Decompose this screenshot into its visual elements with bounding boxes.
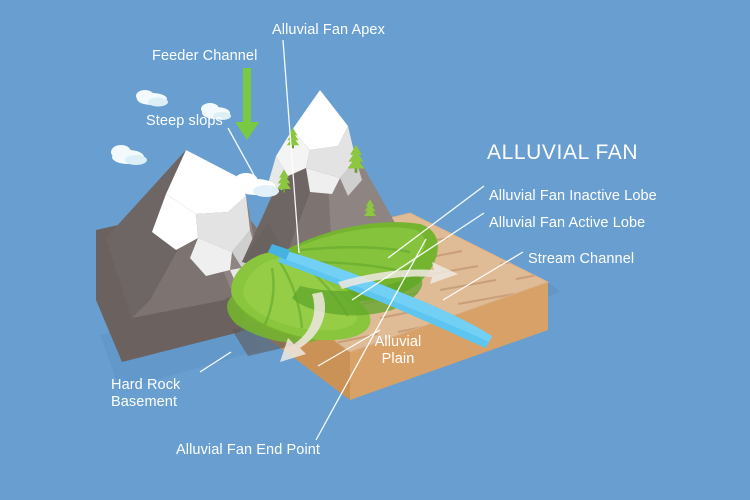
cloud-4: [234, 173, 279, 197]
flow-arrows: [280, 262, 458, 362]
leader-apex: [282, 39, 300, 254]
leader-stream: [442, 251, 524, 301]
cloud-2: [111, 145, 147, 165]
leader-end-point: [315, 238, 427, 441]
leader-plain: [317, 329, 381, 367]
leader-hard-rock: [199, 351, 232, 373]
label-hard-rock-basement: Hard Rock Basement: [111, 377, 181, 410]
label-feeder-channel: Feeder Channel: [152, 48, 258, 64]
page-title: ALLUVIAL FAN: [487, 141, 639, 164]
label-steep-slops: Steep slops: [146, 113, 223, 129]
left-mountain: [106, 150, 262, 318]
cloud-1: [136, 90, 168, 107]
feeder-channel-arrow: [235, 68, 259, 140]
leader-lines: [199, 39, 524, 441]
label-alluvial-plain: Alluvial Plain: [374, 334, 422, 367]
label-alluvial-fan-active: Alluvial Fan Active Lobe: [489, 215, 646, 231]
clouds: [111, 90, 279, 197]
stream-channel-path: [268, 244, 492, 348]
trees: [277, 127, 376, 219]
right-mountain: [242, 90, 400, 268]
cloud-3: [201, 103, 231, 120]
label-stream-channel: Stream Channel: [528, 251, 635, 267]
leader-inactive-lobe: [387, 185, 485, 259]
label-alluvial-fan-inactive: Alluvial Fan Inactive Lobe: [489, 188, 657, 204]
label-alluvial-fan-apex: Alluvial Fan Apex: [272, 22, 385, 38]
leader-active-lobe: [351, 212, 485, 301]
leader-steep-slops: [227, 127, 261, 187]
label-alluvial-fan-end-point: Alluvial Fan End Point: [176, 442, 321, 458]
